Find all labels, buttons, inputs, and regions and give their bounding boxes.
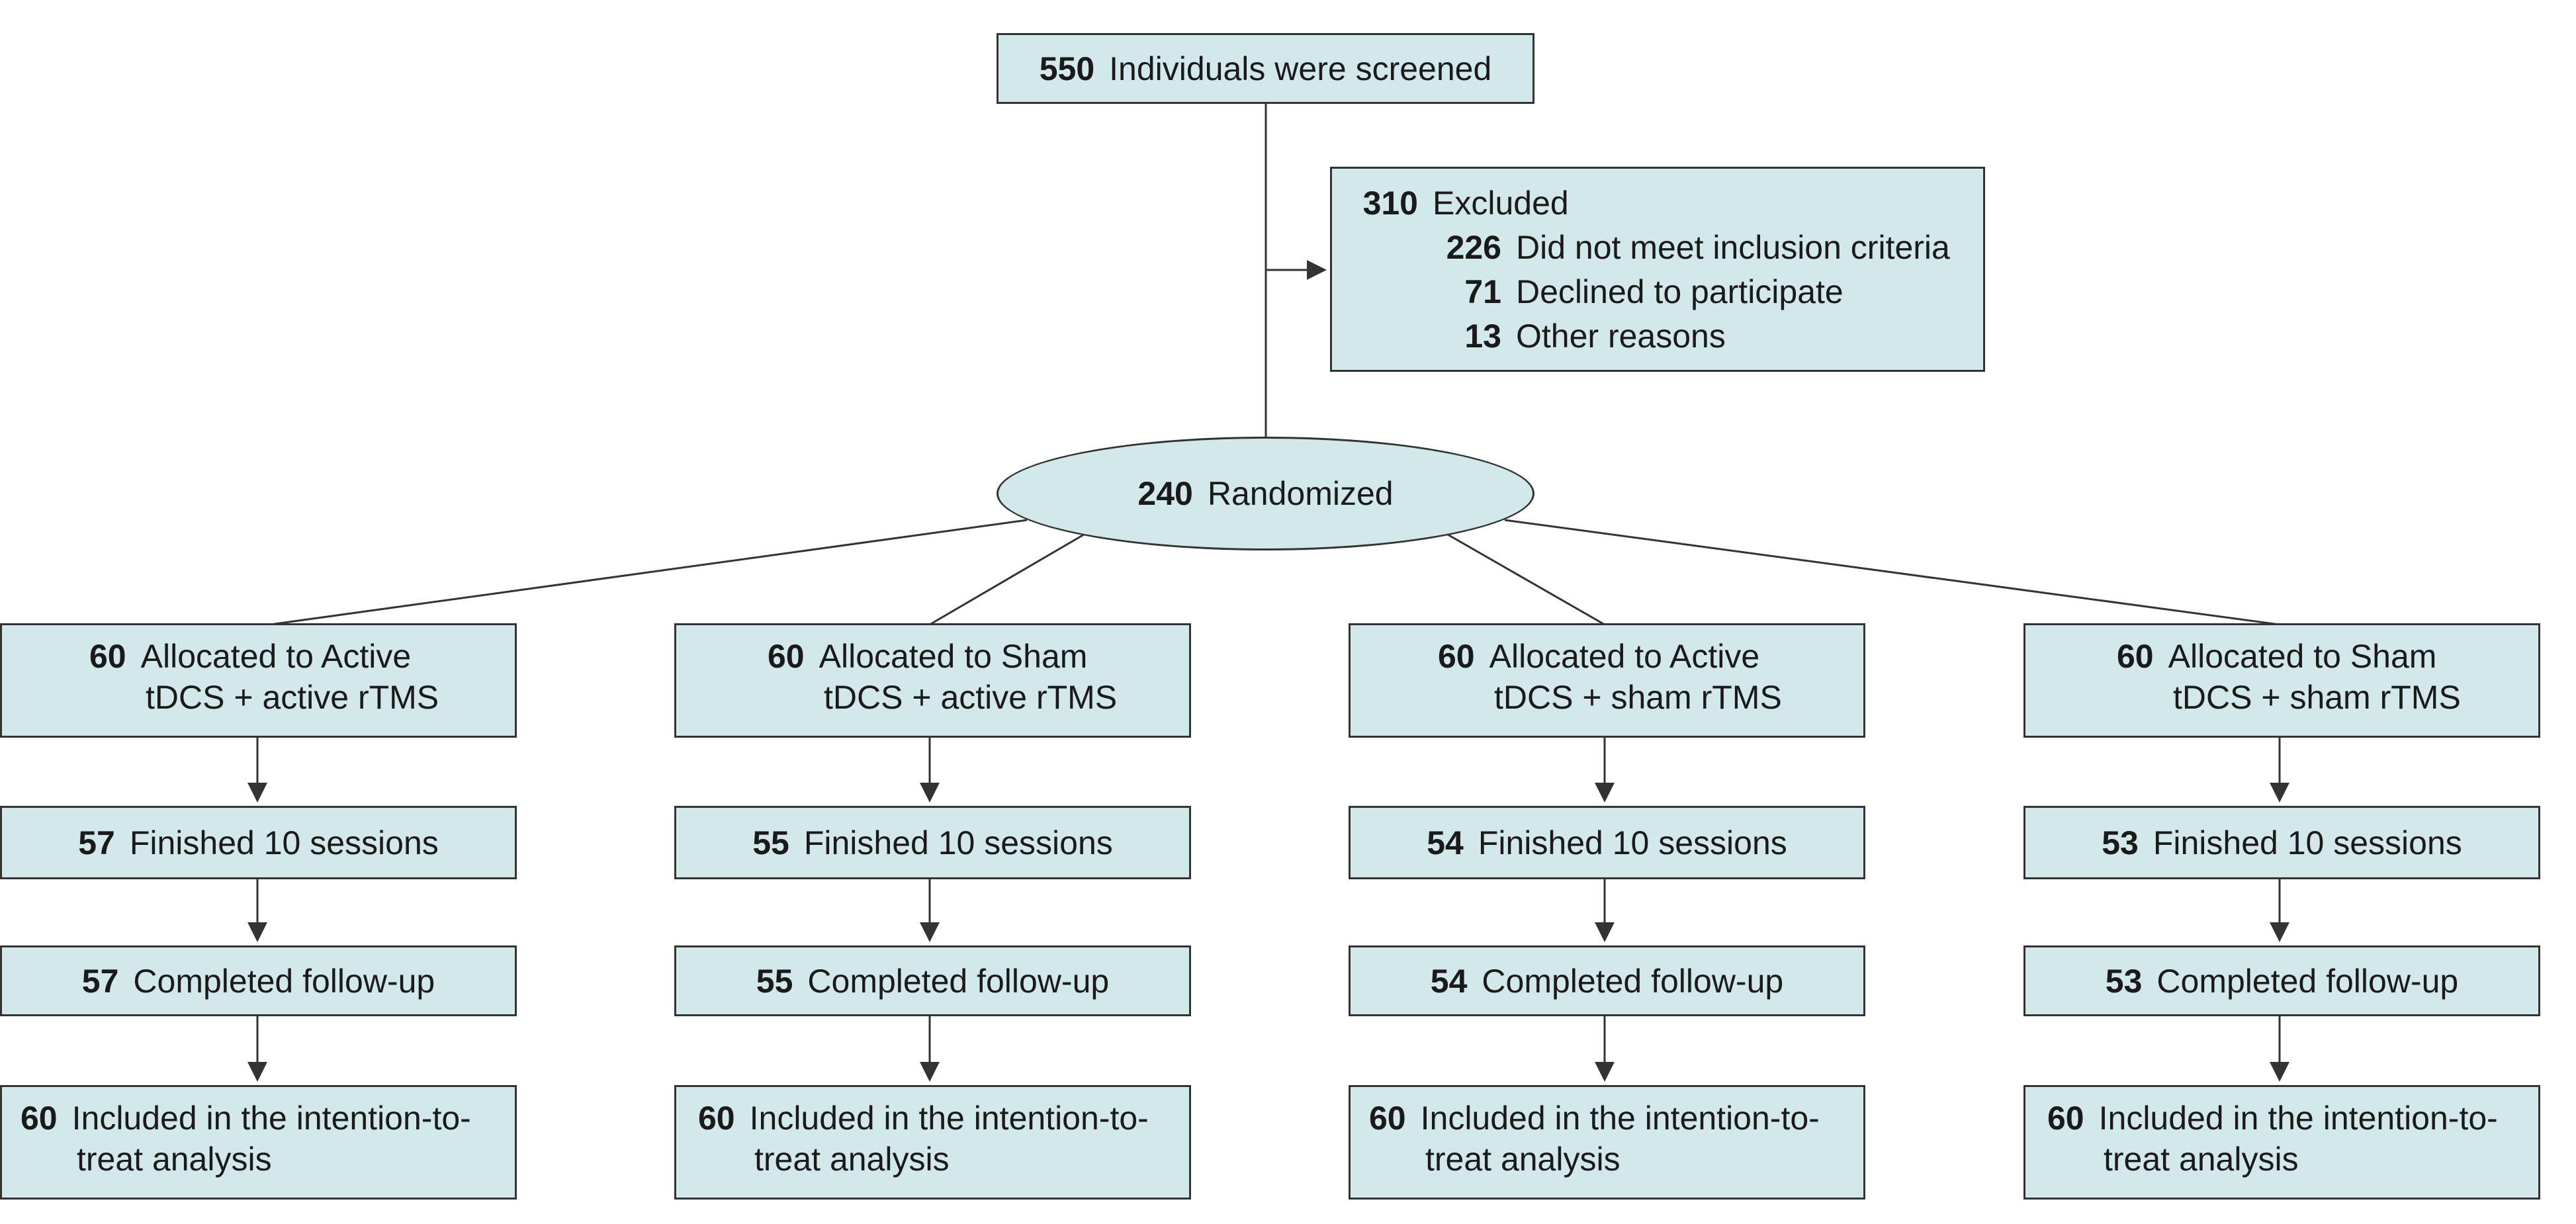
arm-2-finished-box: 55 Finished 10 sessions [674, 806, 1191, 879]
analysis-line-1: 60 Included in the intention-to- [1369, 1098, 1863, 1139]
allocated-text-2: tDCS + active rTMS [824, 679, 1118, 716]
arm-2-followup-box: 55 Completed follow-up [674, 945, 1191, 1016]
arm-4-followup-box: 53 Completed follow-up [2023, 945, 2540, 1016]
arm-1-finished-box: 57 Finished 10 sessions [0, 806, 517, 879]
analysis-text-2: treat analysis [1425, 1141, 1621, 1178]
analysis-count: 60 [698, 1100, 735, 1137]
excluded-reason-count: 226 [1446, 229, 1501, 266]
branch-line-arm-1 [269, 519, 1028, 626]
finished-count: 54 [1427, 824, 1464, 861]
excluded-reason-row: 71 Declined to participate [1357, 271, 1983, 316]
allocated-text-1: Allocated to Sham [819, 638, 1088, 675]
screened-label: Individuals were screened [1109, 50, 1492, 87]
analysis-text-1: Included in the intention-to- [2098, 1100, 2498, 1137]
analysis-text-2: treat analysis [754, 1141, 950, 1178]
finished-label: Finished 10 sessions [803, 824, 1113, 861]
arm-4-allocated-box: 60 Allocated to Sham tDCS + sham rTMS [2023, 623, 2540, 738]
excluded-reason-label: Other reasons [1516, 318, 1726, 355]
allocated-count: 60 [1438, 638, 1475, 675]
arm-2-allocated-box: 60 Allocated to Sham tDCS + active rTMS [674, 623, 1191, 738]
analysis-count: 60 [21, 1100, 58, 1137]
arm-4-analysis-box: 60 Included in the intention-to- treat an… [2023, 1085, 2540, 1200]
allocated-line-1: 60 Allocated to Sham [768, 636, 1189, 677]
followup-label: Completed follow-up [133, 962, 435, 1000]
allocated-count: 60 [2117, 638, 2154, 675]
excluded-reason-label: Declined to participate [1516, 273, 1843, 310]
excluded-reason-row: 13 Other reasons [1357, 316, 1983, 360]
excluded-reason-row: 226 Did not meet inclusion criteria [1357, 227, 1983, 271]
followup-label: Completed follow-up [1482, 962, 1784, 1000]
arm-2-analysis-box: 60 Included in the intention-to- treat an… [674, 1085, 1191, 1200]
allocated-count: 60 [768, 638, 805, 675]
arm-3-followup-box: 54 Completed follow-up [1349, 945, 1865, 1016]
followup-count: 54 [1430, 962, 1468, 1000]
arm-3-analysis-box: 60 Included in the intention-to- treat an… [1349, 1085, 1865, 1200]
excluded-reason-count: 71 [1464, 273, 1501, 310]
allocated-line-1: 60 Allocated to Active [89, 636, 515, 677]
allocated-text-1: Allocated to Active [140, 638, 412, 675]
randomized-ellipse: 240 Randomized [997, 437, 1534, 550]
allocated-text-2: tDCS + active rTMS [146, 679, 439, 716]
analysis-count: 60 [2047, 1100, 2084, 1137]
followup-label: Completed follow-up [807, 962, 1110, 1000]
analysis-text-2: treat analysis [77, 1141, 272, 1178]
randomized-count: 240 [1137, 475, 1193, 512]
arm-1-analysis-box: 60 Included in the intention-to- treat an… [0, 1085, 517, 1200]
analysis-text-1: Included in the intention-to- [71, 1100, 471, 1137]
screened-count: 550 [1039, 50, 1095, 87]
followup-count: 57 [81, 962, 119, 1000]
finished-count: 55 [752, 824, 789, 861]
allocated-text-2: tDCS + sham rTMS [2173, 679, 2461, 716]
analysis-text-1: Included in the intention-to- [749, 1100, 1149, 1137]
branch-line-arm-4 [1504, 519, 2280, 626]
allocated-text-2: tDCS + sham rTMS [1494, 679, 1782, 716]
analysis-line-1: 60 Included in the intention-to- [698, 1098, 1189, 1139]
allocated-count: 60 [89, 638, 126, 675]
allocated-line-1: 60 Allocated to Active [1438, 636, 1863, 677]
excluded-count: 310 [1362, 185, 1418, 222]
finished-label: Finished 10 sessions [129, 824, 439, 861]
allocated-line-1: 60 Allocated to Sham [2117, 636, 2538, 677]
arm-3-allocated-box: 60 Allocated to Active tDCS + sham rTMS [1349, 623, 1865, 738]
finished-count: 57 [78, 824, 115, 861]
excluded-label: Excluded [1433, 185, 1569, 222]
analysis-text-2: treat analysis [2104, 1141, 2299, 1178]
branch-line-arm-3 [1447, 533, 1605, 626]
followup-label: Completed follow-up [2156, 962, 2459, 1000]
finished-count: 53 [2102, 824, 2139, 861]
finished-label: Finished 10 sessions [2153, 824, 2462, 861]
branch-line-arm-2 [929, 533, 1085, 626]
analysis-line-1: 60 Included in the intention-to- [2047, 1098, 2538, 1139]
screened-box: 550 Individuals were screened [997, 33, 1534, 104]
excluded-header: 310 Excluded [1357, 183, 1983, 227]
arm-1-followup-box: 57 Completed follow-up [0, 945, 517, 1016]
finished-label: Finished 10 sessions [1478, 824, 1787, 861]
analysis-count: 60 [1369, 1100, 1406, 1137]
excluded-reason-label: Did not meet inclusion criteria [1516, 229, 1950, 266]
allocated-text-1: Allocated to Sham [2168, 638, 2437, 675]
analysis-line-1: 60 Included in the intention-to- [21, 1098, 515, 1139]
followup-count: 53 [2105, 962, 2143, 1000]
excluded-box: 310 Excluded 226 Did not meet inclusion … [1330, 167, 1985, 372]
excluded-reason-count: 13 [1464, 318, 1501, 355]
allocated-text-1: Allocated to Active [1489, 638, 1760, 675]
followup-count: 55 [756, 962, 793, 1000]
arm-4-finished-box: 53 Finished 10 sessions [2023, 806, 2540, 879]
arm-3-finished-box: 54 Finished 10 sessions [1349, 806, 1865, 879]
randomized-label: Randomized [1207, 475, 1394, 512]
arm-1-allocated-box: 60 Allocated to Active tDCS + active rTMS [0, 623, 517, 738]
analysis-text-1: Included in the intention-to- [1420, 1100, 1820, 1137]
